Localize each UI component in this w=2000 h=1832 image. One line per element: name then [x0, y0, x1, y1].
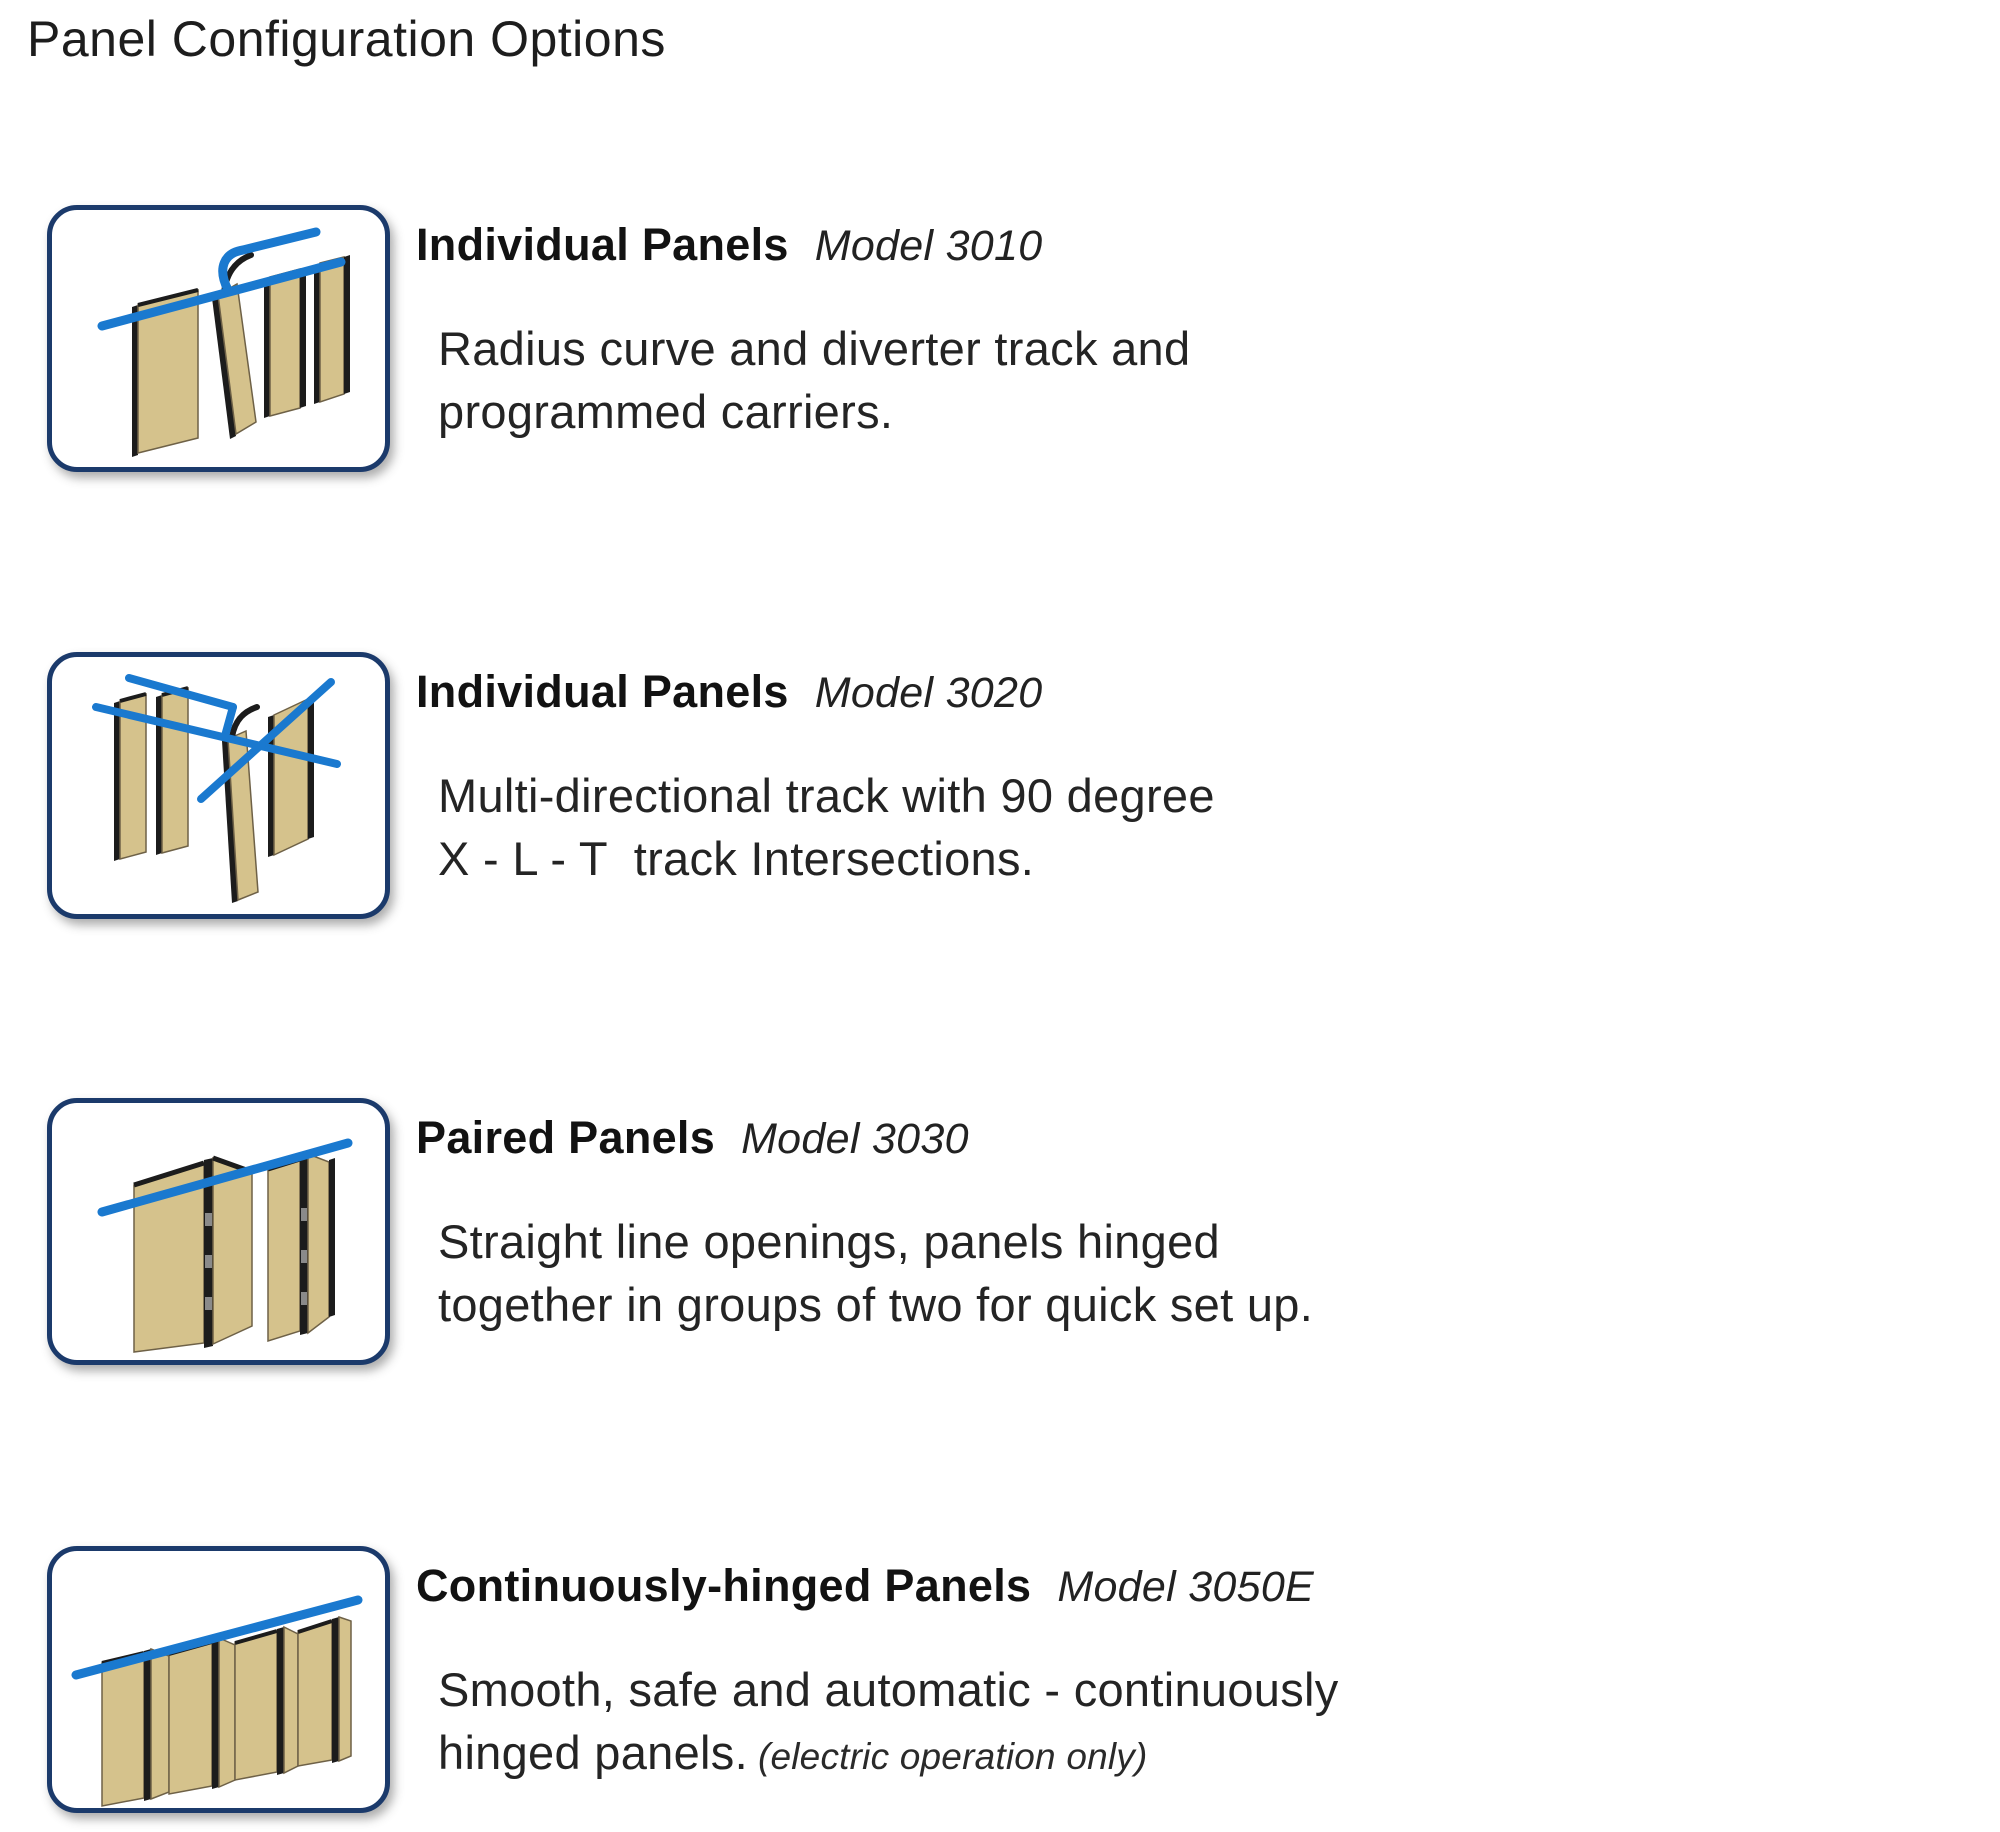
electric-operation-note: (electric operation only)	[757, 1736, 1148, 1777]
section-description: Straight line openings, panels hinged to…	[438, 1210, 1313, 1336]
description-line: programmed carriers.	[438, 385, 894, 438]
section-model-3050e: Continuously-hinged Panels Model 3050E S…	[47, 1546, 1339, 1813]
description-line: together in groups of two for quick set …	[438, 1278, 1314, 1331]
page-title: Panel Configuration Options	[27, 11, 666, 67]
figure-box-model-3030	[47, 1098, 390, 1365]
figure-box-model-3010	[47, 205, 390, 472]
description-line: hinged panels.(electric operation only)	[438, 1721, 1339, 1788]
radius-diverter-track-panels-diagram	[97, 227, 350, 457]
section-heading: Continuously-hinged Panels Model 3050E	[416, 1560, 1339, 1612]
section-text-model-3020: Individual Panels Model 3020 Multi-direc…	[416, 652, 1215, 890]
continuously-hinged-panels-diagram	[71, 1595, 363, 1807]
section-name: Continuously-hinged Panels	[416, 1560, 1032, 1611]
section-description: Radius curve and diverter track and prog…	[438, 317, 1190, 443]
section-description: Multi-directional track with 90 degree X…	[438, 764, 1215, 890]
section-model-3030: Paired Panels Model 3030 Straight line o…	[47, 1098, 1313, 1365]
section-name: Paired Panels	[416, 1112, 716, 1163]
multi-directional-track-panels-diagram	[92, 674, 341, 903]
figure-box-model-3020	[47, 652, 390, 919]
section-model-3010: Individual Panels Model 3010 Radius curv…	[47, 205, 1190, 472]
section-text-model-3030: Paired Panels Model 3030 Straight line o…	[416, 1098, 1313, 1336]
section-name: Individual Panels	[416, 666, 789, 717]
section-description: Smooth, safe and automatic - continuousl…	[438, 1658, 1339, 1788]
section-model-number: Model 3010	[814, 222, 1043, 270]
description-line: Radius curve and diverter track and	[438, 322, 1191, 375]
section-text-model-3050e: Continuously-hinged Panels Model 3050E S…	[416, 1546, 1339, 1788]
description-line: Straight line openings, panels hinged	[438, 1215, 1220, 1268]
description-line: Multi-directional track with 90 degree	[438, 769, 1215, 822]
section-heading: Individual Panels Model 3010	[416, 219, 1190, 271]
figure-box-model-3050e	[47, 1546, 390, 1813]
section-text-model-3010: Individual Panels Model 3010 Radius curv…	[416, 205, 1190, 443]
section-model-number: Model 3030	[741, 1115, 969, 1163]
section-name: Individual Panels	[416, 219, 789, 270]
section-model-number: Model 3020	[814, 669, 1043, 717]
description-line: X - L - T track Intersections.	[438, 832, 1035, 885]
section-model-3020: Individual Panels Model 3020 Multi-direc…	[47, 652, 1215, 919]
description-line: Smooth, safe and automatic - continuousl…	[438, 1663, 1339, 1716]
paired-panels-diagram	[97, 1138, 353, 1353]
section-heading: Individual Panels Model 3020	[416, 666, 1215, 718]
section-heading: Paired Panels Model 3030	[416, 1112, 1313, 1164]
section-model-number: Model 3050E	[1057, 1563, 1315, 1611]
description-line-text: hinged panels.	[438, 1726, 748, 1779]
